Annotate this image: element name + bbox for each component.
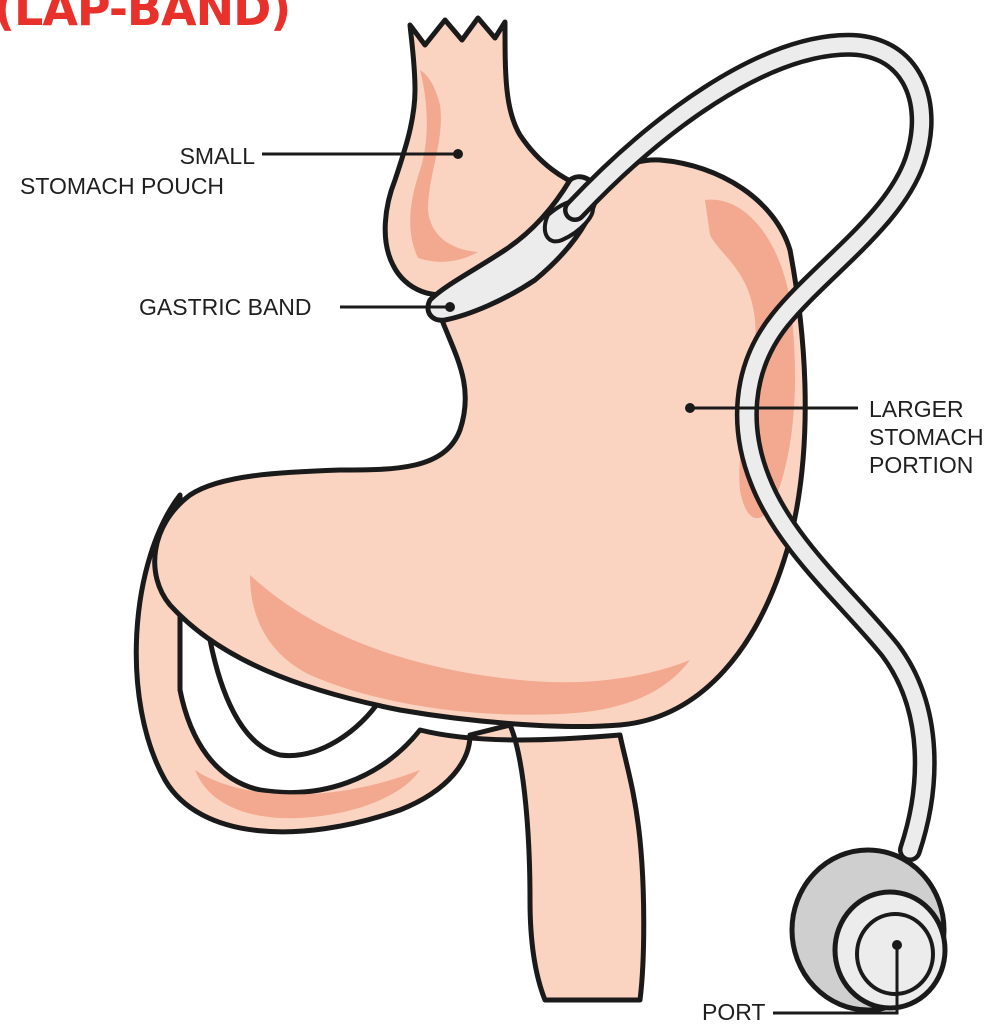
port <box>792 850 945 1010</box>
label-line: LARGER <box>869 395 984 423</box>
label-small-stomach-pouch-2: STOMACH POUCH <box>20 172 224 200</box>
label-line: GASTRIC BAND <box>139 293 312 321</box>
label-small-stomach-pouch: SMALL <box>180 142 255 170</box>
label-port: PORT <box>702 998 765 1026</box>
label-line: SMALL <box>180 142 255 170</box>
label-line: PORT <box>702 998 765 1026</box>
label-larger-stomach-portion: LARGER STOMACH PORTION <box>869 395 984 479</box>
label-line: STOMACH POUCH <box>20 172 224 200</box>
label-line: STOMACH <box>869 423 984 451</box>
label-line: PORTION <box>869 451 984 479</box>
label-gastric-band: GASTRIC BAND <box>139 293 312 321</box>
